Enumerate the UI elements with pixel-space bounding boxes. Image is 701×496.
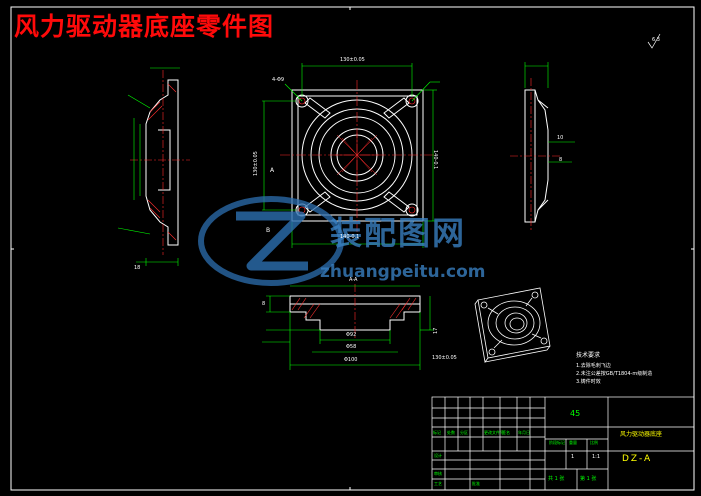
tb-part-name: 风力驱动器底座 [620,431,663,438]
view-label-b: B [266,227,271,234]
tb-count: 1 [571,454,575,460]
watermark-brand: 装配图网 [330,214,467,252]
dim-small-7: Φ100 [344,357,358,363]
dim-small-6: Φ58 [346,344,357,350]
title-block [431,396,695,491]
tech-note-2: 2.未注公差按GB/T1804-m级制造 [576,371,653,377]
dim-small-3: 17 [433,327,439,334]
tech-note-3: 3.铸件时效 [576,379,601,385]
section-label-a-a: A-A [349,277,358,283]
tb-row-date: 年月日 [518,430,530,435]
dim-hole-spec: 4-Φ9 [272,77,285,83]
isometric-view [474,287,551,363]
tb-header-scale: 比例 [590,440,598,445]
dim-side-thick: 18 [134,265,141,271]
tb-header-weight: 重量 [569,440,577,445]
dim-small-4: 8 [262,301,266,307]
dim-small-1: 10 [557,135,564,141]
dim-bottom-width: 140-0.1 [340,234,360,240]
right-side-view [510,78,560,232]
tb-material: 45 [570,409,581,418]
front-view-dims [262,63,440,248]
tb-scale: 1:1 [592,454,601,460]
front-view [280,80,435,232]
tb-row-change: 更改文件号 [484,430,504,435]
tb-row-count: 处数 [447,430,455,435]
roughness-value: 6.3 [652,37,660,43]
tb-sheet-total: 共 1 张 [548,476,565,482]
view-label-a: A [270,167,275,174]
tb-sheet-no: 第 1 张 [580,476,597,482]
tb-row-mark: 标记 [433,430,441,435]
watermark-url: zhuangpeitu.com [320,262,486,282]
section-a-a-dims [262,285,434,370]
left-section-view [130,70,190,255]
tech-notes-heading: 技术要求 [576,352,601,359]
dim-small-8: 130±0.05 [432,355,457,361]
tech-note-1: 1.去除毛刺飞边 [576,363,611,369]
left-section-dims [117,67,180,266]
dim-small-2: 8 [559,157,563,163]
tb-role-process: 工艺 [434,481,442,486]
tb-role-design: 设计 [434,453,442,458]
dim-small-5: Φ92 [346,332,357,338]
tb-row-zone: 分区 [460,430,468,435]
tb-header-stage: 阶段标记 [549,440,565,445]
drawing-title: 风力驱动器底座零件图 [14,12,275,41]
tb-row-sign: 签名 [502,430,510,435]
dim-top-width: 130±0.05 [340,57,365,63]
tb-role-review: 审核 [434,471,442,476]
dim-right-height: 140-0.1 [432,150,438,170]
tb-role-approve: 批准 [472,481,480,486]
tb-drawing-code: DZ-A [622,454,653,464]
watermark-logo-icon [198,196,344,286]
dim-left-height: 130±0.05 [253,151,259,176]
roughness-symbol [647,33,661,49]
right-side-dims [524,62,575,163]
tech-notes: 技术要求 1.去除毛刺飞边 2.未注公差按GB/T1804-m级制造 3.铸件时… [576,352,652,386]
